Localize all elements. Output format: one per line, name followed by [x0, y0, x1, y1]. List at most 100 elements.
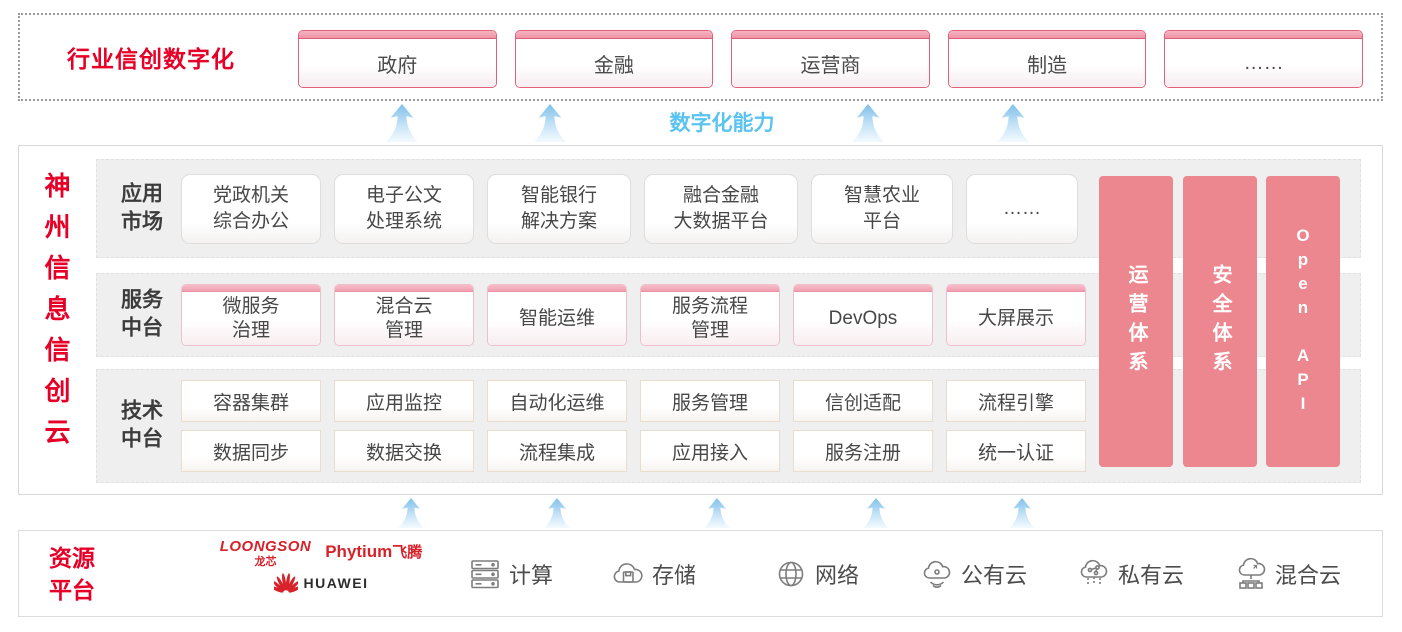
up-arrow-icon — [385, 104, 419, 142]
service-card-label: 混合云 管理 — [335, 292, 473, 345]
card-top-bar — [182, 285, 320, 292]
hybrid-cloud-icon — [1238, 557, 1266, 589]
pillar-label: 运营体系 — [1125, 263, 1147, 380]
resource-item-label: 存储 — [652, 562, 697, 588]
service-platform-cards: 微服务 治理 混合云 管理 智能运维 服务流程 管理 DevOps 大屏展示 — [181, 274, 1086, 356]
huawei-logo: HUAWEI — [273, 572, 369, 594]
industry-card-telecom: 运营商 — [731, 30, 930, 88]
resource-item-label: 混合云 — [1275, 562, 1342, 588]
app-card: 融合金融 大数据平台 — [644, 173, 798, 244]
up-arrow-icon — [1009, 498, 1035, 528]
tech-platform-label: 技术 中台 — [121, 399, 163, 451]
tech-card: 服务管理 — [640, 380, 780, 422]
loongson-logo: LOONGSON 龙芯 — [220, 538, 312, 569]
service-card: 智能运维 — [487, 284, 627, 346]
huawei-flower-icon — [273, 573, 298, 593]
pillar-operations-system: 运营体系 — [1099, 176, 1173, 467]
service-card: 微服务 治理 — [181, 284, 321, 346]
tech-card: 应用接入 — [640, 430, 780, 472]
tech-card: 流程集成 — [487, 430, 627, 472]
compute-server-icon — [471, 559, 499, 588]
resource-platform-title: 资源 平台 — [49, 544, 95, 603]
app-card: 党政机关 综合办公 — [181, 173, 321, 244]
industry-card-more: …… — [1164, 30, 1363, 88]
tech-card: 容器集群 — [181, 380, 321, 422]
resource-item-hybrid-cloud: 混合云 — [1233, 556, 1341, 592]
cloud-platform-title: 神州信息信创云 — [41, 172, 71, 459]
service-card-label: DevOps — [794, 292, 932, 345]
network-globe-icon — [778, 561, 804, 586]
industry-card-manufacturing: 制造 — [947, 30, 1147, 88]
pillar-label: Open API — [1293, 225, 1313, 418]
phytium-chinese-name: 飞腾 — [392, 544, 423, 561]
vendor-logos-row: LOONGSON 龙芯 Phytium飞腾 — [220, 538, 423, 569]
tech-card: 流程引擎 — [946, 380, 1086, 422]
up-arrow-icon — [533, 104, 567, 142]
service-card-label: 微服务 治理 — [182, 292, 320, 345]
resource-item-storage: 存储 — [610, 556, 696, 592]
huawei-wordmark: HUAWEI — [303, 575, 369, 591]
industry-card-label: …… — [1165, 39, 1362, 87]
up-arrow-icon — [996, 104, 1030, 142]
tech-card: 数据同步 — [181, 430, 321, 472]
tech-card: 应用监控 — [334, 380, 474, 422]
service-card-label: 大屏展示 — [947, 292, 1085, 345]
card-top-bar — [1165, 31, 1362, 39]
tech-card: 信创适配 — [793, 380, 933, 422]
resource-item-label: 私有云 — [1118, 562, 1185, 588]
up-arrow-icon — [863, 498, 889, 528]
private-cloud-icon — [1080, 559, 1108, 585]
service-card: 大屏展示 — [946, 284, 1086, 346]
up-arrow-icon — [544, 498, 570, 528]
up-arrow-icon — [851, 104, 885, 142]
phytium-wordmark: Phytium — [325, 542, 393, 561]
up-arrow-icon — [704, 498, 730, 528]
card-top-bar — [299, 31, 496, 39]
card-top-bar — [515, 31, 713, 39]
resource-item-network: 网络 — [773, 556, 859, 592]
loongson-chinese-name: 龙芯 — [254, 556, 277, 568]
resource-item-public-cloud: 公有云 — [919, 556, 1027, 592]
card-top-bar — [641, 285, 779, 292]
app-card: 智能银行 解决方案 — [487, 173, 631, 244]
pillar-security-system: 安全体系 — [1183, 176, 1257, 467]
card-top-bar — [947, 285, 1085, 292]
industry-card-label: 金融 — [515, 39, 713, 87]
industry-card-label: 运营商 — [732, 39, 929, 87]
pillar-open-api: Open API — [1266, 176, 1340, 467]
industry-card-label: 政府 — [299, 39, 496, 87]
resource-item-label: 计算 — [509, 562, 554, 588]
app-card: 电子公文 处理系统 — [334, 173, 474, 244]
app-market-label: 应用 市场 — [121, 182, 163, 234]
card-top-bar — [488, 285, 626, 292]
app-card-more: …… — [966, 173, 1078, 244]
service-card: 服务流程 管理 — [640, 284, 780, 346]
service-card-label: 智能运维 — [488, 292, 626, 345]
loongson-wordmark: LOONGSON — [219, 538, 312, 555]
industry-banner-title: 行业信创数字化 — [67, 46, 235, 72]
service-platform-label: 服务 中台 — [121, 288, 163, 340]
card-top-bar — [948, 31, 1146, 39]
app-card: 智慧农业 平台 — [811, 173, 953, 244]
tech-platform-row: 技术 中台 容器集群 应用监控 自动化运维 服务管理 信创适配 流程引擎 数据同… — [96, 369, 1361, 483]
resource-item-compute: 计算 — [467, 556, 553, 592]
industry-card-finance: 金融 — [514, 30, 714, 88]
service-card: DevOps — [793, 284, 933, 346]
card-top-bar — [335, 285, 473, 292]
card-top-bar — [794, 285, 932, 292]
digital-capability-label: 数字化能力 — [669, 112, 775, 135]
service-card-label: 服务流程 管理 — [641, 292, 779, 345]
vendor-logos: LOONGSON 龙芯 Phytium飞腾 — [215, 538, 427, 594]
service-card: 混合云 管理 — [334, 284, 474, 346]
tech-platform-cards: 容器集群 应用监控 自动化运维 服务管理 信创适配 流程引擎 数据同步 数据交换… — [181, 380, 1086, 472]
cloud-platform-panel: 神州信息信创云 应用 市场 党政机关 综合办公 电子公文 处理系统 智能银行 解… — [18, 145, 1383, 495]
storage-cloud-icon — [613, 562, 643, 583]
resource-item-label: 网络 — [815, 562, 860, 588]
card-top-bar — [732, 31, 929, 39]
tech-card: 服务注册 — [793, 430, 933, 472]
app-market-cards: 党政机关 综合办公 电子公文 处理系统 智能银行 解决方案 融合金融 大数据平台… — [181, 160, 1078, 257]
industry-card-government: 政府 — [298, 30, 497, 88]
industry-card-label: 制造 — [948, 39, 1146, 87]
tech-card: 自动化运维 — [487, 380, 627, 422]
